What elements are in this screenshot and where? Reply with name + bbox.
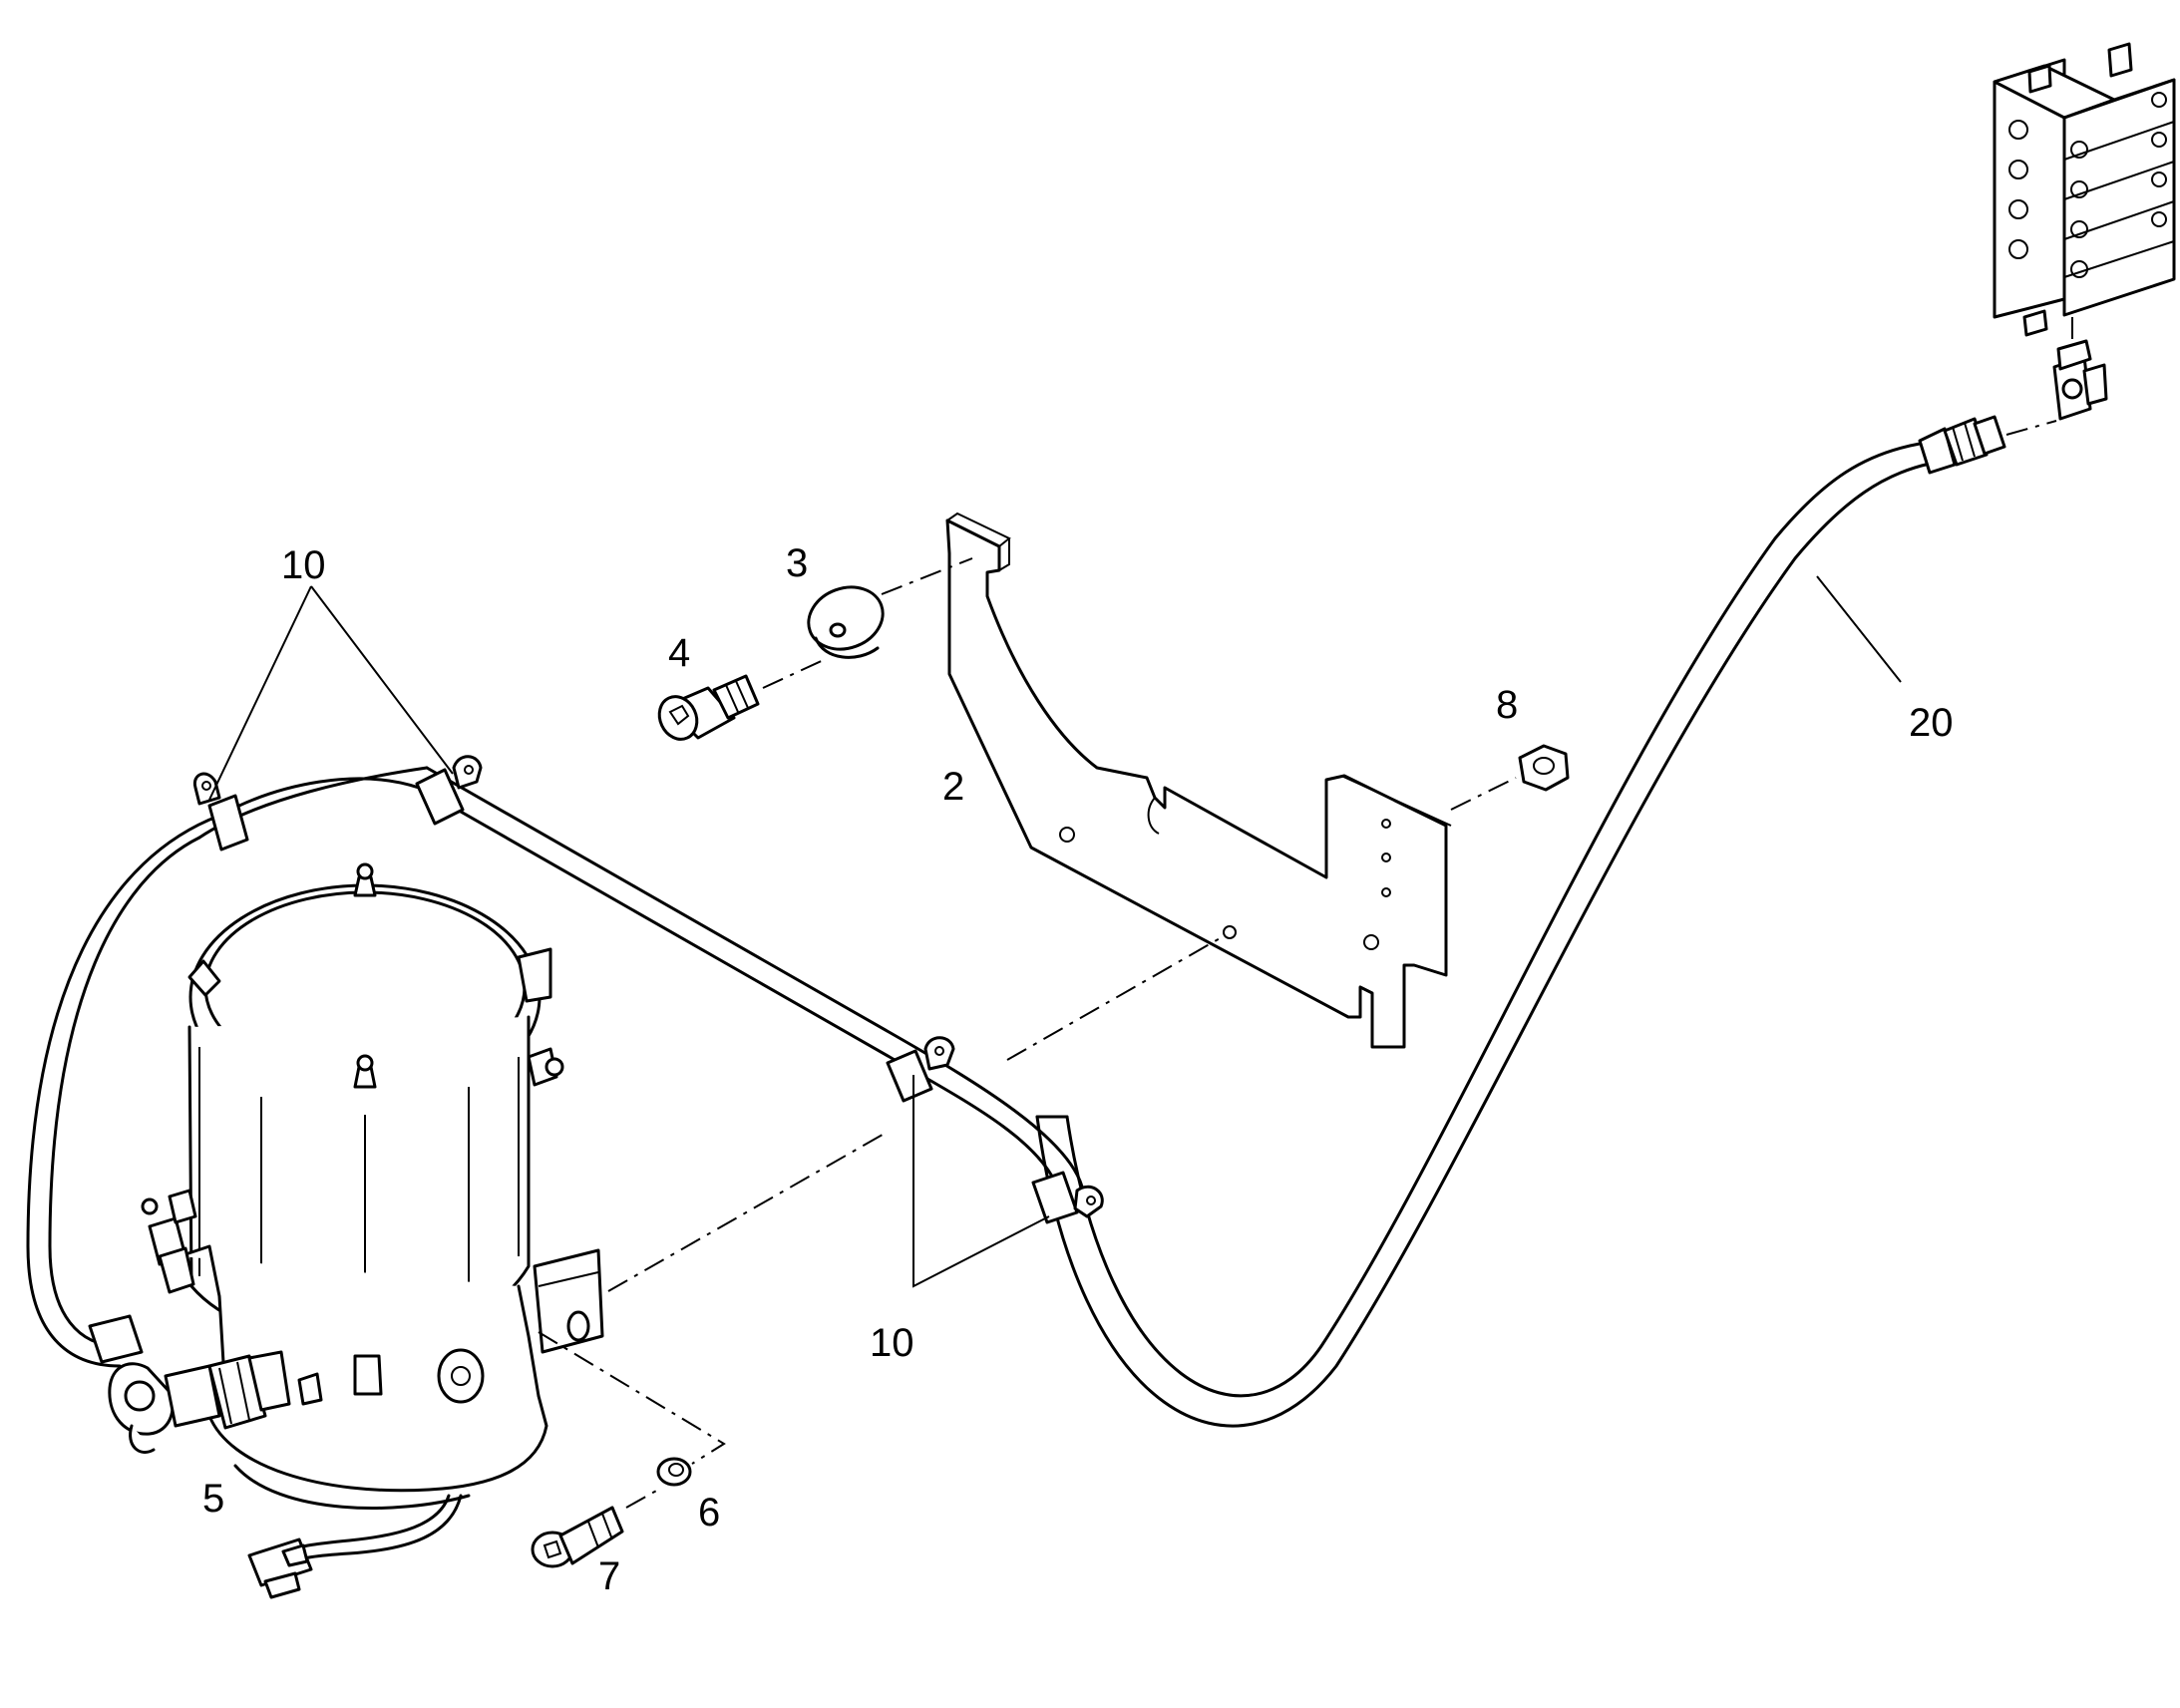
callout-8: 8 xyxy=(1496,683,1518,727)
callout-10-top: 10 xyxy=(281,543,326,587)
alignment-line-fitting xyxy=(2005,420,2057,436)
callout-3: 3 xyxy=(786,541,808,585)
mounting-bracket-2 xyxy=(945,512,1452,1049)
clamp-10-b xyxy=(415,755,483,826)
alignment-line-pump-bracket xyxy=(607,936,1223,1292)
cap-screw-4 xyxy=(657,674,760,741)
hose-end-fitting xyxy=(1918,415,2006,475)
leader-lines xyxy=(208,575,1902,1288)
clamp-10-d xyxy=(1031,1171,1104,1224)
callout-4: 4 xyxy=(668,631,690,675)
washer-6 xyxy=(656,1457,692,1487)
clamp-10-c xyxy=(886,1036,955,1103)
callout-20: 20 xyxy=(1909,701,1954,745)
hex-nut-8 xyxy=(1518,744,1570,792)
callout-5: 5 xyxy=(202,1477,224,1521)
distributor-block xyxy=(1993,42,2176,337)
callout-6: 6 xyxy=(698,1491,720,1535)
alignment-line-washer-6 xyxy=(538,1331,726,1465)
washer-3 xyxy=(807,585,885,659)
callout-7: 7 xyxy=(598,1554,620,1598)
elbow-fitting xyxy=(2052,339,2108,421)
cap-screw-7 xyxy=(531,1506,624,1568)
alignment-line-nut xyxy=(1450,777,1517,811)
alignment-line-screw-7 xyxy=(625,1489,659,1509)
clamp-10-a xyxy=(192,772,249,852)
alignment-line-screw xyxy=(762,657,829,689)
alignment-line-washer xyxy=(881,557,973,595)
hose-20 xyxy=(1035,442,1932,1428)
callout-2: 2 xyxy=(942,765,964,809)
grease-pump-5 xyxy=(88,862,604,1599)
callout-10-bottom: 10 xyxy=(870,1321,914,1365)
